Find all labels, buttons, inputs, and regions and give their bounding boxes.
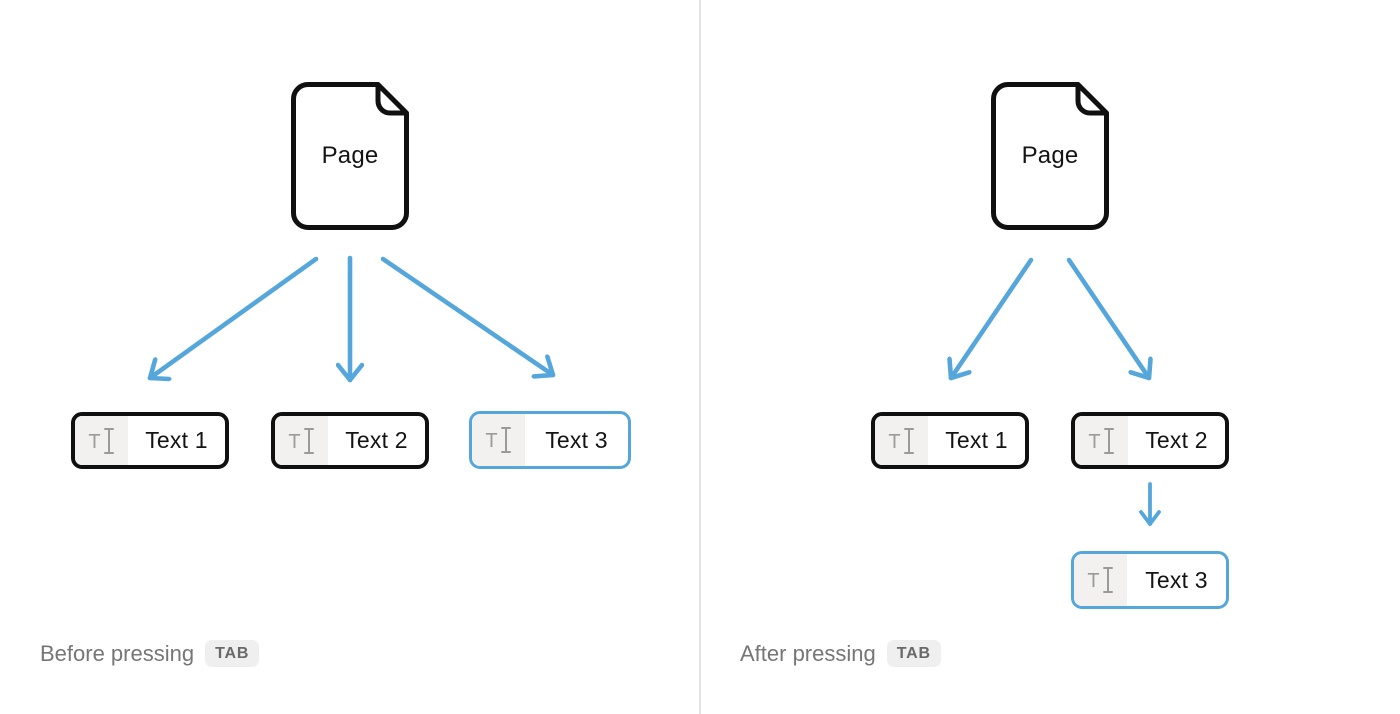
text-block-2: T Text 2 [271,412,429,469]
text-block-label: Text 2 [1145,427,1208,453]
text-icon-t: T [485,430,498,452]
text-block-2: T Text 2 [1071,412,1229,469]
page-node: Page [991,82,1109,230]
text-cursor-icon [1102,567,1113,593]
text-block-1: T Text 1 [71,412,229,469]
text-block-3-selected: T Text 3 [1071,551,1229,609]
text-block-icon: T [472,414,525,466]
arrow-after-page-to-text2 [1066,257,1149,381]
tab-key-badge: TAB [886,640,941,667]
text-block-1: T Text 1 [871,412,1029,469]
text-block-icon: T [75,416,128,465]
text-block-icon: T [1075,416,1128,465]
caption-before: Before pressing TAB [40,640,260,667]
text-cursor-icon [103,427,114,454]
page-node: Page [291,82,409,230]
text-block-icon: T [875,416,928,465]
text-block-label: Text 3 [545,426,608,453]
page-node-label: Page [321,142,379,169]
arrow-before-page-to-text3 [380,256,556,375]
text-block-label: Text 3 [1145,566,1208,593]
text-cursor-icon [1103,427,1114,454]
text-icon-t: T [1088,430,1101,453]
text-cursor-icon [500,427,511,453]
caption-text: After pressing [740,640,876,666]
text-block-icon: T [1074,554,1127,606]
text-icon-t: T [888,430,901,453]
text-block-label: Text 2 [345,427,408,453]
text-block-3-selected: T Text 3 [469,411,631,469]
text-block-icon: T [275,416,328,465]
page-icon [291,82,409,230]
arrow-before-page-to-text1 [147,256,319,378]
tab-key-badge: TAB [205,640,260,667]
arrow-after-page-to-text1 [951,257,1034,381]
text-block-label: Text 1 [945,427,1008,453]
text-icon-t: T [1087,570,1100,592]
page-icon [991,82,1109,230]
text-cursor-icon [903,427,914,454]
text-icon-t: T [88,430,101,453]
text-cursor-icon [303,427,314,454]
text-block-label: Text 1 [145,427,208,453]
page-node-label: Page [1021,142,1079,169]
caption-after: After pressing TAB [740,640,941,667]
panel-divider [699,0,701,714]
caption-text: Before pressing [40,640,195,666]
text-icon-t: T [288,430,301,453]
